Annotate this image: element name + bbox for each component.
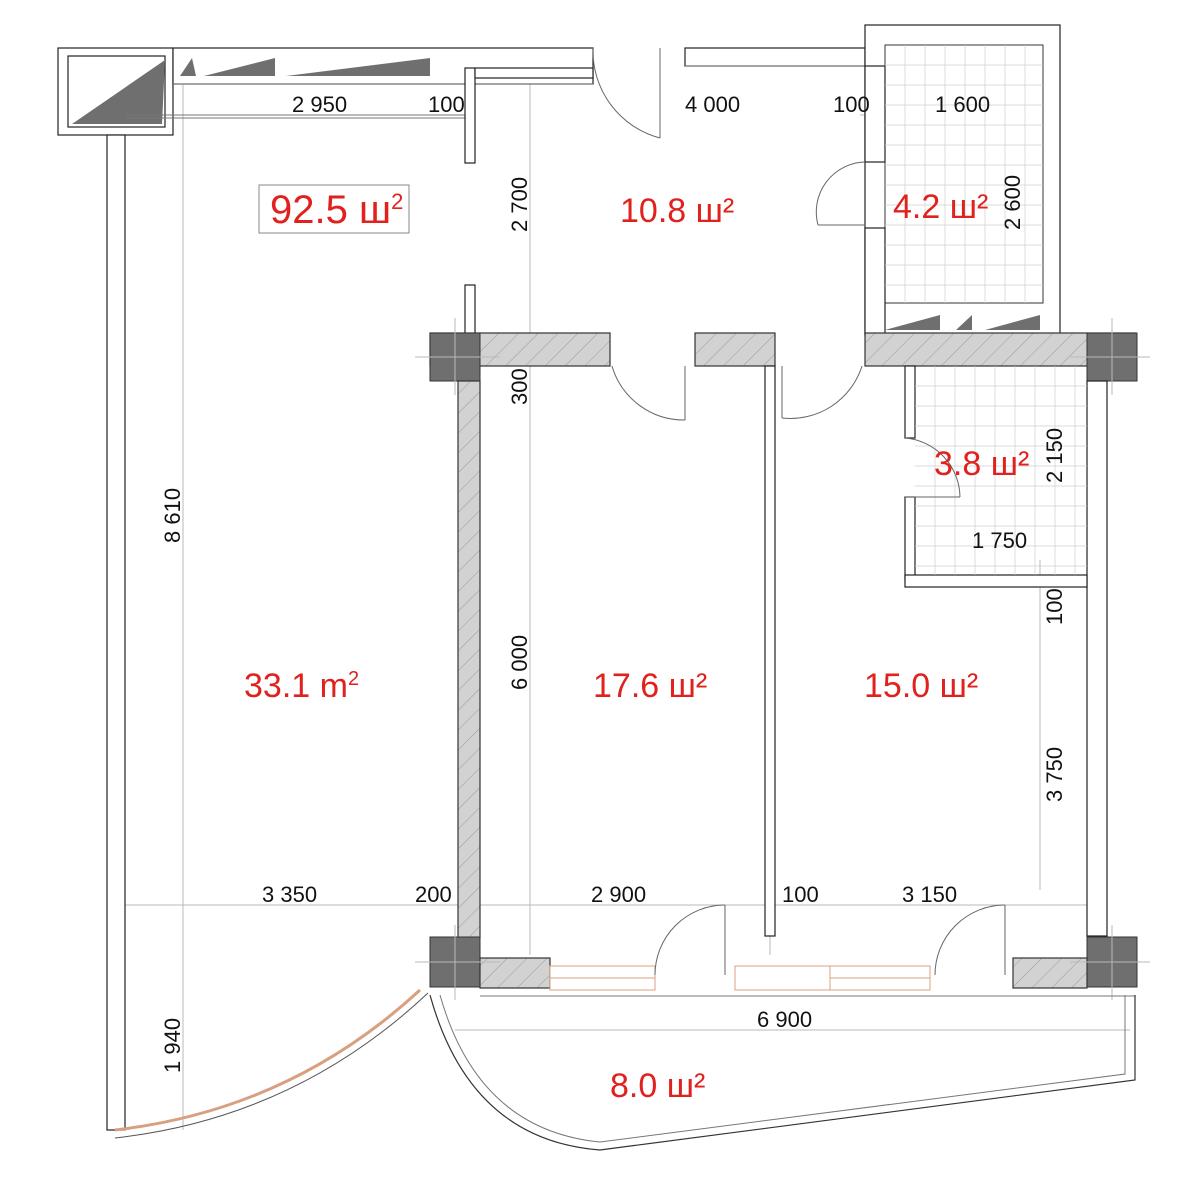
middle-wall — [415, 318, 1150, 395]
dim-top-hall-width: 4 000 — [685, 92, 740, 117]
balcony-area: 8.0 ш² — [610, 1067, 705, 1105]
dim-bath-depth: 2 600 — [1000, 175, 1025, 230]
wc-area: 3.8 ш² — [934, 445, 1029, 483]
bedroom-1-area: 17.6 ш² — [593, 667, 707, 705]
dim-bottom-bed2-width: 3 150 — [902, 882, 957, 907]
bedroom-2-area: 15.0 ш² — [864, 667, 978, 705]
dim-top-living-width: 2 950 — [292, 92, 347, 117]
bathroom-window — [885, 315, 1040, 330]
dim-bedroom-depth: 6 000 — [507, 635, 532, 690]
dim-partition-300: 300 — [507, 368, 532, 405]
living-room-area: 33.1 m2 — [244, 667, 359, 705]
dim-wc-wall: 100 — [1042, 588, 1067, 625]
dim-top-wall-2: 100 — [833, 92, 870, 117]
wc-tiles — [915, 366, 1087, 575]
bathroom-tiles — [885, 45, 1043, 303]
dim-top-bath-width: 1 600 — [935, 92, 990, 117]
dim-top-wall-1: 100 — [428, 92, 465, 117]
doors — [592, 47, 1006, 976]
dim-bottom-wall-2: 100 — [782, 882, 819, 907]
hall-area: 10.8 ш² — [620, 192, 734, 230]
dim-wc-depth: 2 150 — [1042, 428, 1067, 483]
partitions — [457, 365, 1108, 939]
total-area-box — [258, 184, 410, 234]
dim-bottom-living-width: 3 350 — [262, 882, 317, 907]
total-area-label: 92.5 ш2 — [270, 188, 403, 232]
dim-balcony-width: 6 900 — [757, 1007, 812, 1032]
dim-wc-width: 1 750 — [972, 528, 1027, 553]
dim-living-depth: 8 610 — [160, 488, 185, 543]
bathroom-area: 4.2 ш² — [893, 188, 988, 226]
outer-walls — [57, 24, 1061, 1131]
dim-bottom-wall-1: 200 — [415, 882, 452, 907]
dim-bedroom2-depth: 3 750 — [1042, 747, 1067, 802]
dim-balcony-depth: 1 940 — [160, 1018, 185, 1073]
balcony — [114, 988, 1136, 1151]
facade-wall — [415, 925, 1150, 1000]
dim-hall-depth: 2 700 — [507, 177, 532, 232]
dim-bottom-bed1-width: 2 900 — [591, 882, 646, 907]
